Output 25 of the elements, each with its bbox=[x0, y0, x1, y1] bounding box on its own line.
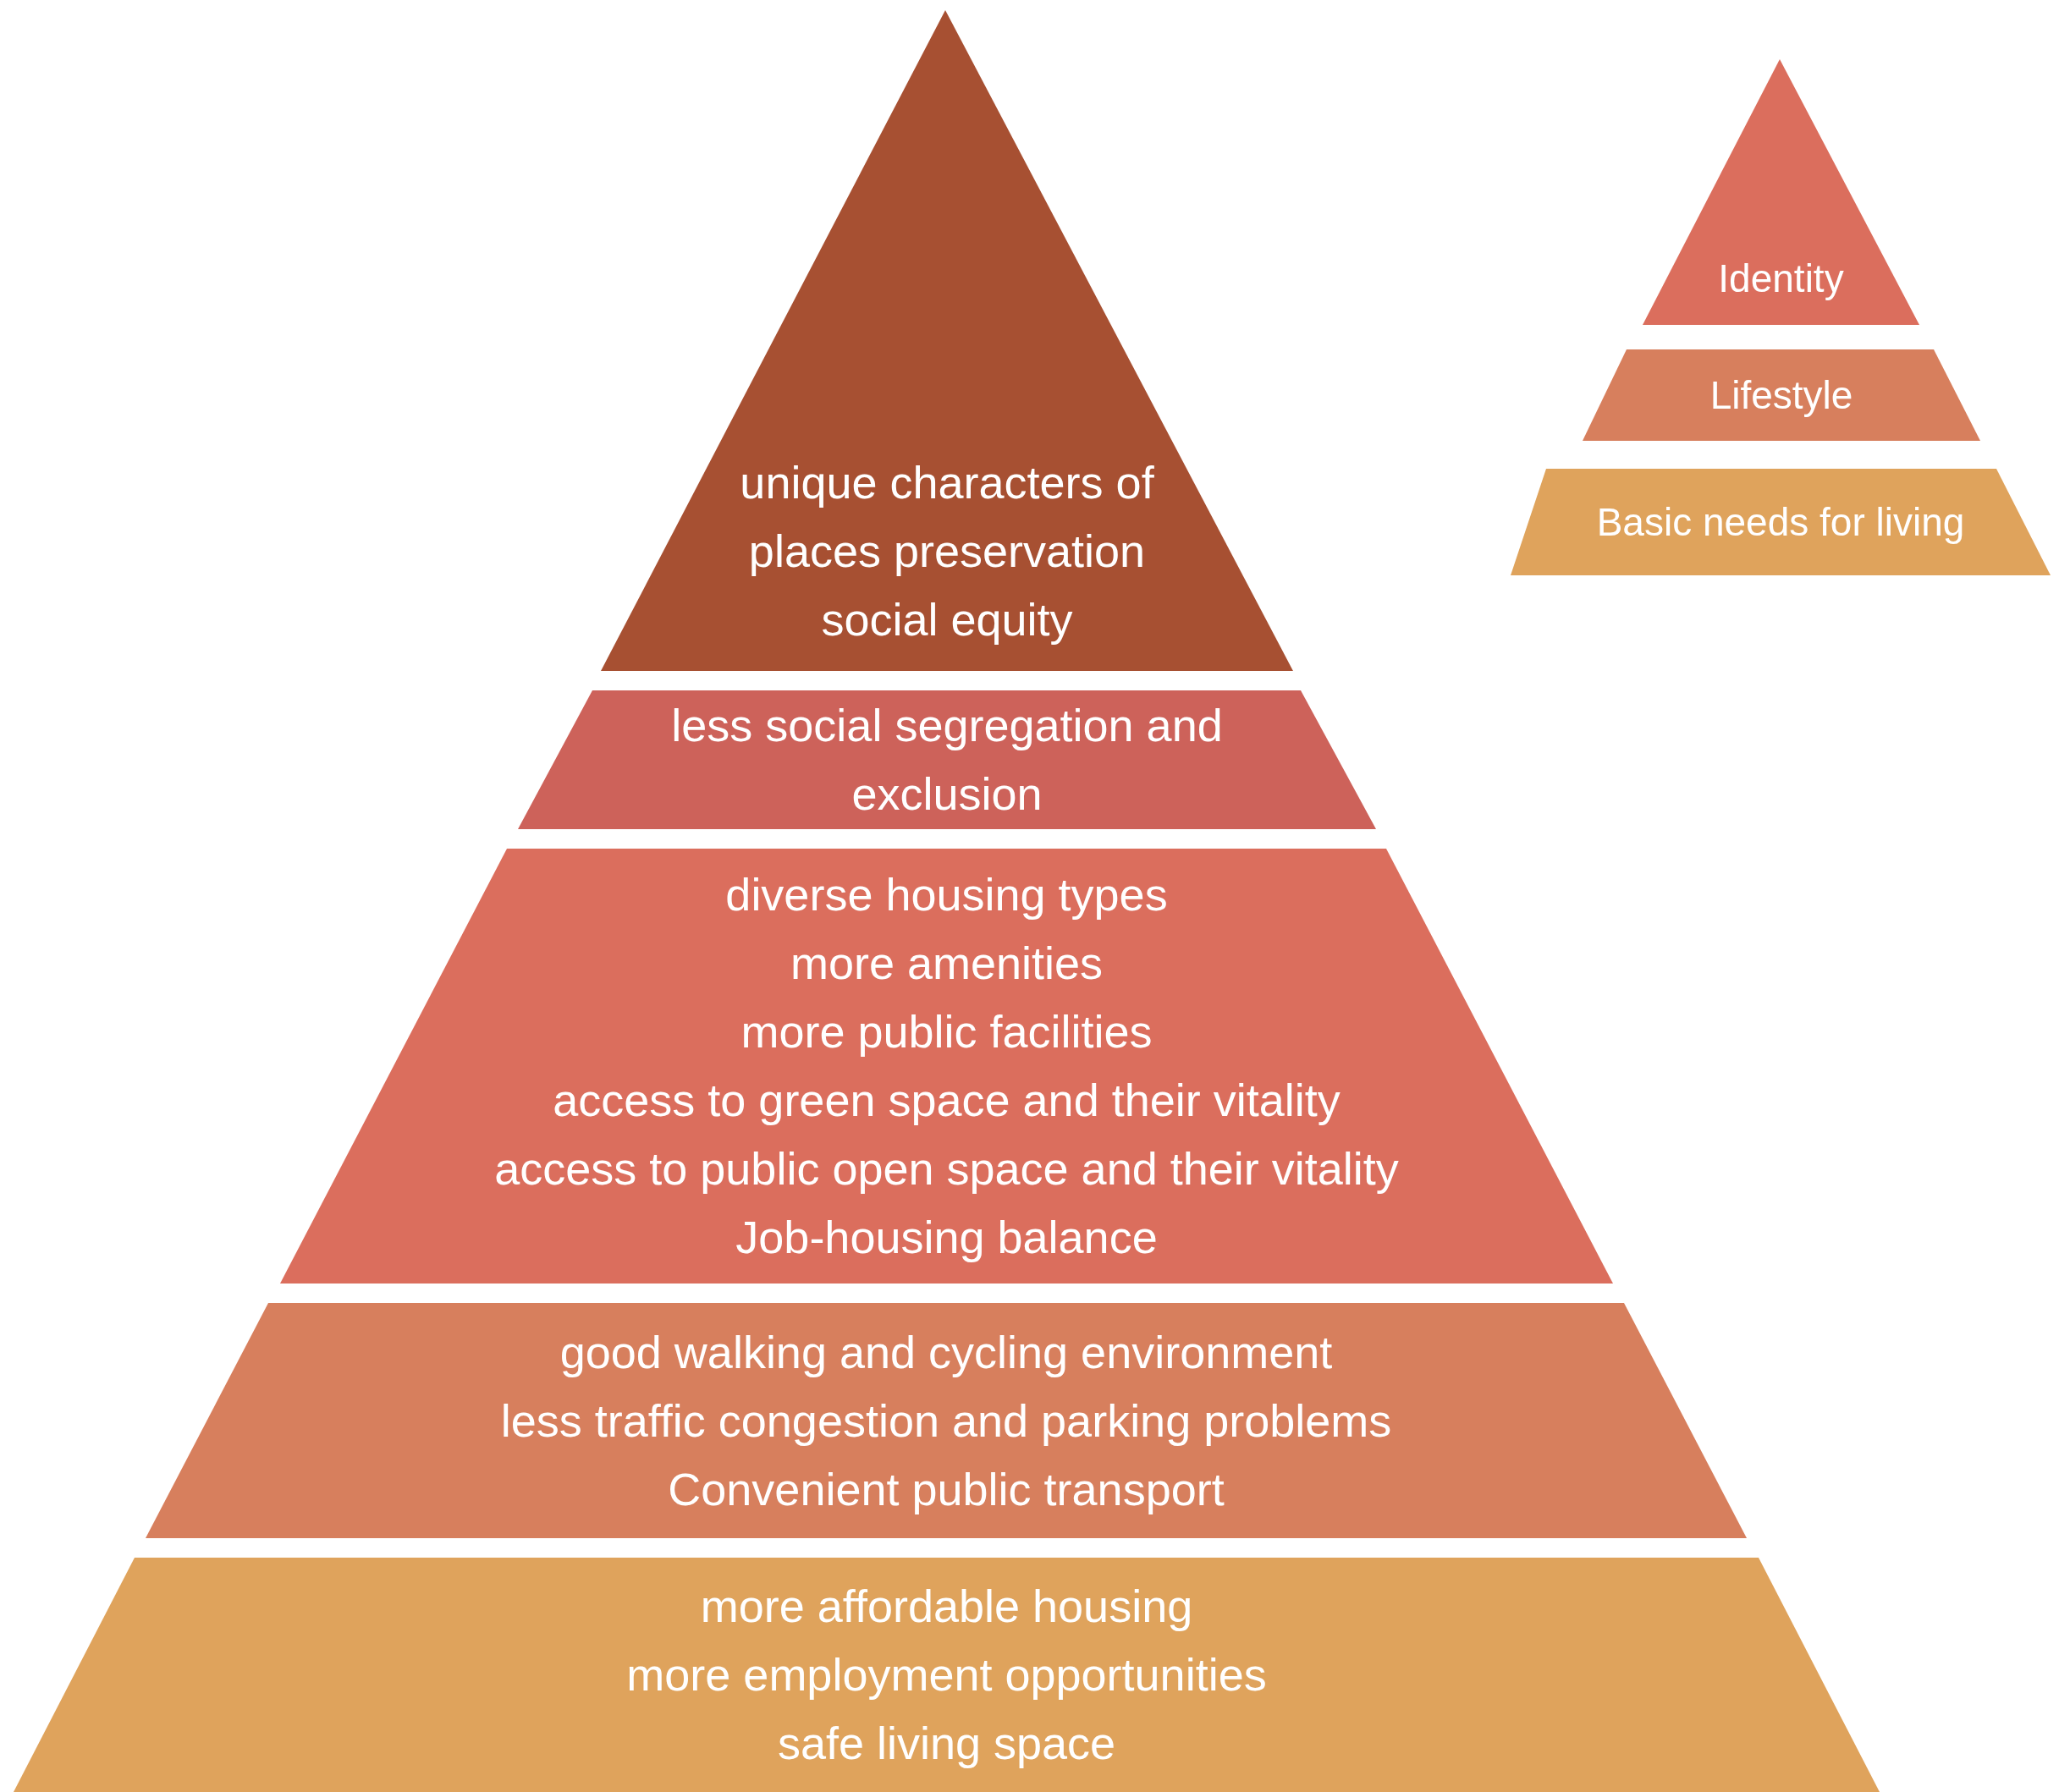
tier-text: more amenities bbox=[790, 937, 1104, 990]
pyramid-tier bbox=[280, 849, 1613, 1284]
tier-text: good walking and cycling environment bbox=[559, 1325, 1333, 1379]
tier-text: more affordable housing bbox=[700, 1580, 1193, 1633]
tier-text: safe living space bbox=[777, 1717, 1116, 1770]
tier-text: Basic needs for living bbox=[1596, 498, 1965, 546]
tier-text: Identity bbox=[1718, 256, 1844, 302]
key-pyramid-tier bbox=[1511, 469, 2051, 575]
tier-text: more public facilities bbox=[740, 1005, 1153, 1058]
tier-text: Convenient public transport bbox=[668, 1462, 1225, 1516]
tier-text: Job-housing balance bbox=[735, 1211, 1158, 1264]
tier-text: less social segregation and exclusion bbox=[670, 699, 1224, 821]
tier-text: social equity bbox=[821, 593, 1073, 646]
tier-text: more employment opportunities bbox=[626, 1648, 1267, 1701]
tier-text: access to green space and their vitality bbox=[553, 1074, 1341, 1127]
tier-text: less traffic congestion and parking problems bbox=[500, 1393, 1392, 1448]
pyramid-tier bbox=[601, 10, 1293, 671]
tier-text: diverse housing types bbox=[725, 868, 1168, 921]
key-pyramid-tier bbox=[1583, 349, 1980, 441]
pyramid-tier bbox=[518, 690, 1376, 829]
pyramid-tier bbox=[146, 1303, 1747, 1538]
pyramid-tier bbox=[14, 1558, 1880, 1792]
key-pyramid-tier bbox=[1643, 59, 1919, 325]
tier-text: Lifestyle bbox=[1709, 371, 1853, 419]
tier-text: access to public open space and their vitality bbox=[494, 1142, 1399, 1196]
